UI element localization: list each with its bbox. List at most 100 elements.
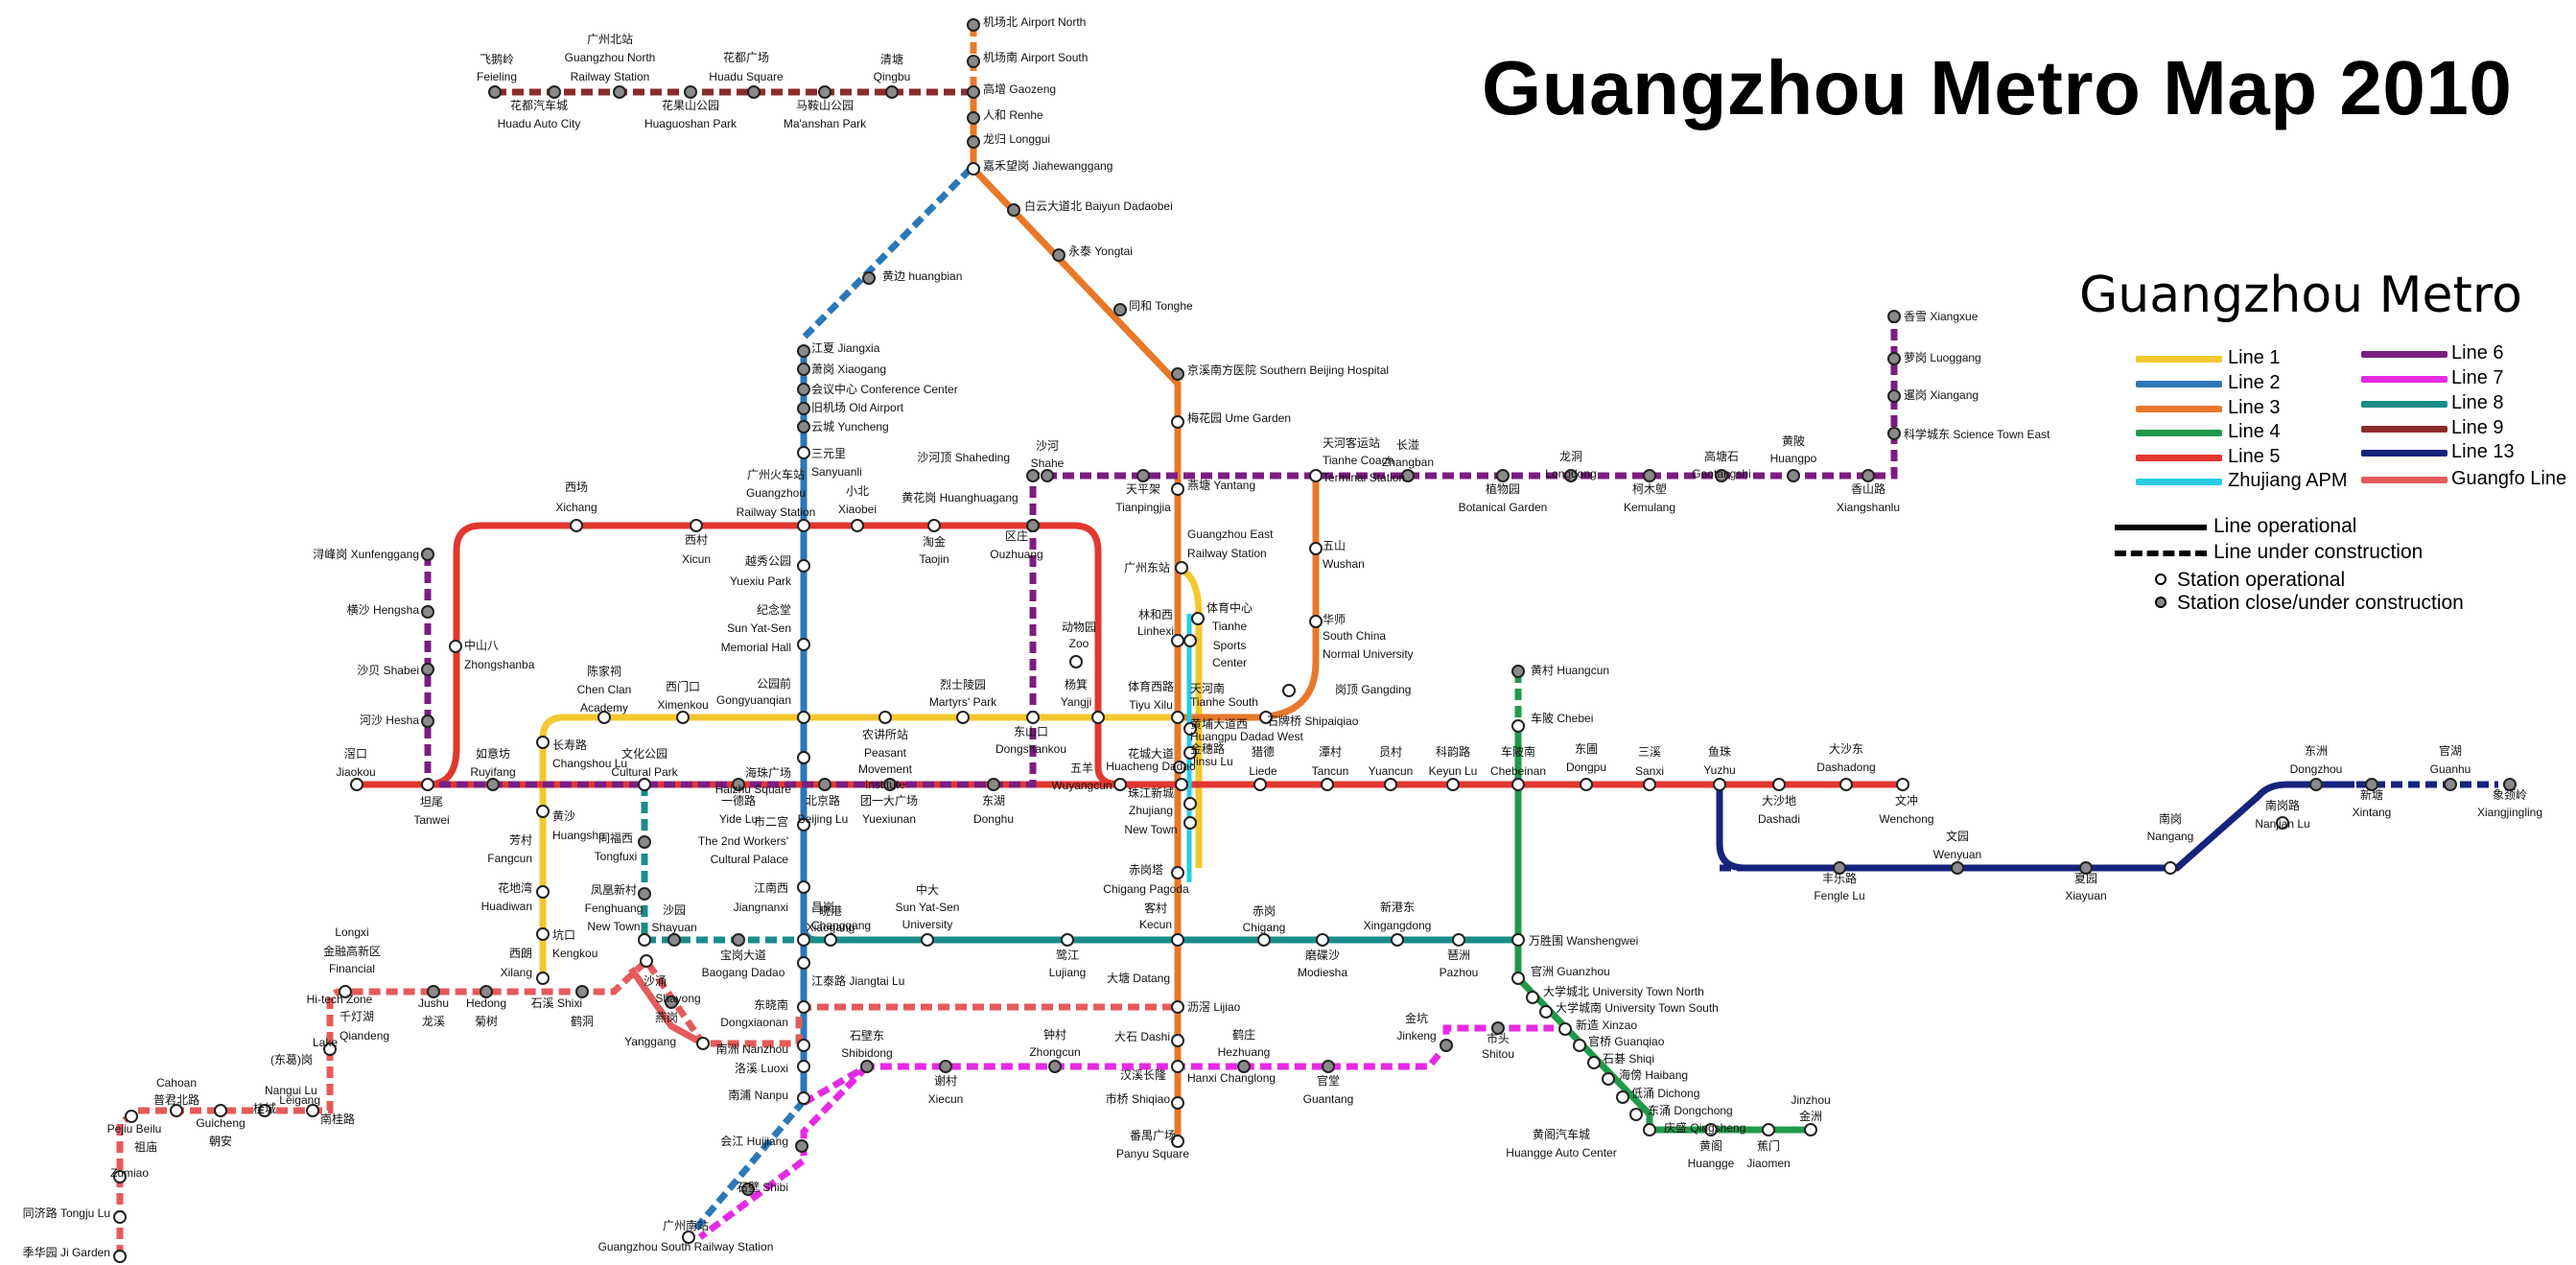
station-marker[interactable] — [797, 446, 810, 459]
station-marker[interactable] — [638, 933, 651, 947]
station-marker[interactable] — [1511, 972, 1525, 985]
station-closed-marker[interactable] — [1833, 861, 1846, 875]
station-marker[interactable] — [2164, 861, 2177, 875]
station-closed-marker[interactable] — [797, 383, 810, 396]
station-marker[interactable] — [1173, 761, 1186, 774]
station-closed-marker[interactable] — [1113, 303, 1127, 316]
station-closed-marker[interactable] — [818, 778, 831, 791]
station-marker[interactable] — [1171, 482, 1184, 496]
station-closed-marker[interactable] — [613, 85, 626, 99]
station-marker[interactable] — [113, 1210, 127, 1224]
station-closed-marker[interactable] — [667, 933, 681, 947]
station-closed-marker[interactable] — [1237, 1060, 1251, 1073]
station-closed-marker[interactable] — [1041, 469, 1054, 482]
station-marker[interactable] — [640, 954, 653, 968]
station-marker[interactable] — [1026, 711, 1040, 724]
station-closed-marker[interactable] — [480, 985, 493, 998]
station-marker[interactable] — [824, 933, 837, 947]
station-marker[interactable] — [797, 559, 810, 573]
station-closed-marker[interactable] — [1643, 469, 1656, 482]
station-closed-marker[interactable] — [2503, 778, 2517, 791]
station-marker[interactable] — [1309, 615, 1323, 628]
station-marker[interactable] — [1629, 1108, 1643, 1121]
station-closed-marker[interactable] — [732, 778, 745, 791]
station-marker[interactable] — [690, 519, 703, 532]
station-marker[interactable] — [350, 778, 363, 791]
station-closed-marker[interactable] — [421, 714, 434, 728]
station-marker[interactable] — [258, 1104, 271, 1117]
station-closed-marker[interactable] — [732, 933, 745, 947]
station-marker[interactable] — [323, 1042, 337, 1056]
station-marker[interactable] — [797, 933, 810, 947]
station-marker[interactable] — [1171, 711, 1184, 724]
station-marker[interactable] — [797, 519, 810, 532]
station-marker[interactable] — [1526, 991, 1539, 1004]
station-marker[interactable] — [638, 778, 651, 791]
station-marker[interactable] — [797, 711, 810, 724]
station-marker[interactable] — [797, 1039, 810, 1052]
station-closed-marker[interactable] — [1440, 1039, 1453, 1052]
station-closed-marker[interactable] — [638, 835, 651, 849]
station-marker[interactable] — [878, 711, 892, 724]
station-closed-marker[interactable] — [1491, 1021, 1505, 1035]
station-marker[interactable] — [797, 1060, 810, 1073]
station-marker[interactable] — [1253, 778, 1267, 791]
station-marker[interactable] — [921, 933, 934, 947]
station-closed-marker[interactable] — [2309, 778, 2323, 791]
station-marker[interactable] — [1183, 816, 1197, 830]
station-marker[interactable] — [1171, 933, 1184, 947]
station-marker[interactable] — [1558, 1022, 1572, 1036]
station-closed-marker[interactable] — [488, 85, 502, 99]
station-marker[interactable] — [1171, 1000, 1184, 1014]
station-marker[interactable] — [1896, 778, 1909, 791]
station-closed-marker[interactable] — [987, 778, 1000, 791]
station-closed-marker[interactable] — [967, 111, 980, 125]
station-marker[interactable] — [1539, 1005, 1553, 1019]
station-marker[interactable] — [1061, 933, 1074, 947]
station-closed-marker[interactable] — [747, 85, 761, 99]
station-closed-marker[interactable] — [1171, 367, 1184, 381]
station-closed-marker[interactable] — [421, 605, 434, 619]
station-marker[interactable] — [2276, 816, 2289, 830]
station-marker[interactable] — [170, 1104, 183, 1117]
station-marker[interactable] — [797, 880, 810, 894]
station-marker[interactable] — [1175, 778, 1188, 791]
station-marker[interactable] — [797, 818, 810, 832]
station-marker[interactable] — [1069, 655, 1083, 668]
station-closed-marker[interactable] — [1026, 519, 1040, 532]
station-marker[interactable] — [797, 1091, 810, 1105]
station-closed-marker[interactable] — [575, 985, 589, 998]
station-marker[interactable] — [1191, 612, 1205, 625]
station-marker[interactable] — [1839, 778, 1853, 791]
station-closed-marker[interactable] — [818, 85, 831, 99]
station-closed-marker[interactable] — [967, 18, 980, 32]
station-marker[interactable] — [1321, 778, 1334, 791]
station-marker[interactable] — [125, 1110, 138, 1123]
station-marker[interactable] — [306, 1104, 319, 1117]
station-marker[interactable] — [1643, 778, 1656, 791]
station-marker[interactable] — [1511, 778, 1525, 791]
station-closed-marker[interactable] — [967, 55, 980, 68]
station-marker[interactable] — [1446, 778, 1460, 791]
station-marker[interactable] — [1282, 684, 1296, 697]
station-marker[interactable] — [1511, 933, 1525, 947]
station-closed-marker[interactable] — [967, 135, 980, 149]
station-marker[interactable] — [1171, 1060, 1184, 1073]
station-closed-marker[interactable] — [1136, 469, 1150, 482]
station-marker[interactable] — [1616, 1090, 1629, 1104]
station-marker[interactable] — [1643, 1123, 1656, 1136]
station-marker[interactable] — [214, 1104, 227, 1117]
station-marker[interactable] — [1183, 722, 1197, 736]
station-marker[interactable] — [1257, 933, 1271, 947]
station-closed-marker[interactable] — [862, 271, 876, 285]
station-marker[interactable] — [339, 985, 352, 998]
station-marker[interactable] — [1580, 778, 1593, 791]
station-closed-marker[interactable] — [665, 996, 678, 1009]
station-closed-marker[interactable] — [1048, 1060, 1062, 1073]
station-marker[interactable] — [421, 778, 434, 791]
station-closed-marker[interactable] — [967, 85, 980, 99]
station-closed-marker[interactable] — [741, 1183, 755, 1196]
station-closed-marker[interactable] — [1887, 310, 1901, 323]
station-marker[interactable] — [1316, 933, 1329, 947]
station-marker[interactable] — [1183, 634, 1197, 647]
